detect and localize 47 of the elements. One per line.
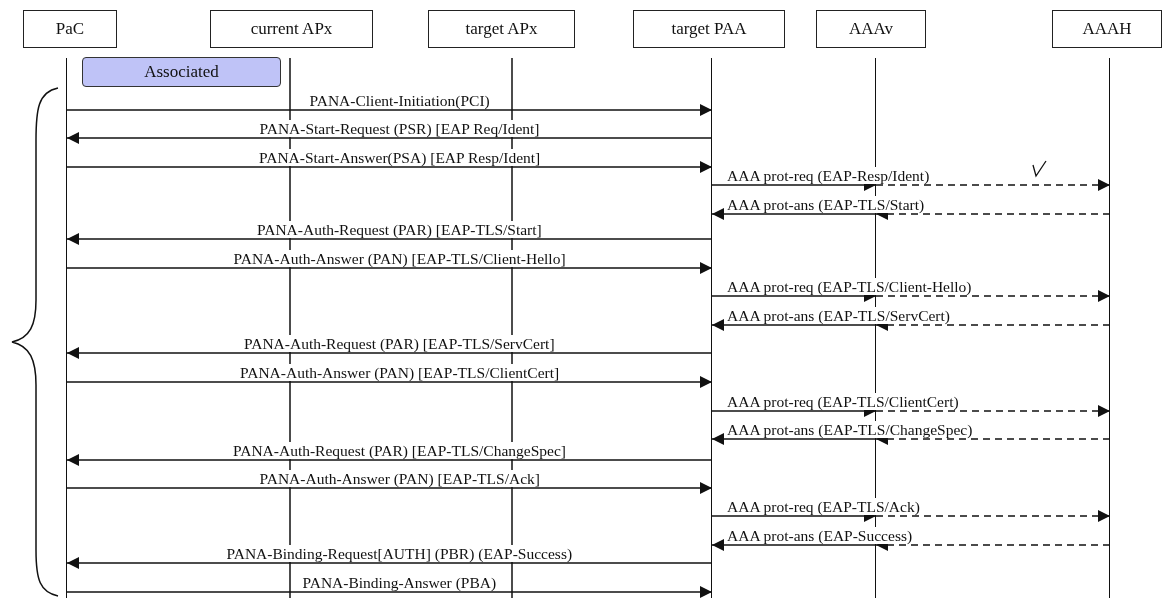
- participant-name: PaC: [55, 19, 85, 39]
- message-arrow: [66, 347, 713, 359]
- message-arrow: [66, 262, 713, 274]
- message-label: AAA prot-ans (EAP-TLS/Start): [726, 196, 926, 213]
- message-arrow: [711, 208, 877, 220]
- message-label: PANA-Auth-Request (PAR) [EAP-TLS/ChangeSpec]: [232, 442, 567, 459]
- message-label: PANA-Start-Answer(PSA) [EAP Resp/Ident]: [258, 149, 542, 166]
- message-arrow: [711, 433, 877, 445]
- message-arrow: [875, 405, 1111, 417]
- participant-name: current APx: [250, 19, 333, 39]
- message-label: AAA prot-req (EAP-TLS/Client-Hello): [726, 278, 973, 295]
- state-box: Associated: [82, 57, 281, 87]
- message-arrow: [711, 539, 877, 551]
- message-arrow: [66, 376, 713, 388]
- message-label: PANA-Start-Request (PSR) [EAP Req/Ident]: [258, 120, 541, 137]
- message-label: AAA prot-req (EAP-TLS/ClientCert): [726, 393, 960, 410]
- participant-name: AAAv: [848, 19, 894, 39]
- message-label: PANA-Binding-Answer (PBA): [301, 574, 498, 591]
- participant-box: [210, 10, 373, 48]
- message-label: AAA prot-ans (EAP-Success): [726, 527, 914, 544]
- message-arrow: [66, 454, 713, 466]
- message-label: PANA-Client-Initiation(PCI): [308, 92, 491, 109]
- participant-name: target APx: [465, 19, 538, 39]
- message-label: PANA-Auth-Answer (PAN) [EAP-TLS/ClientCert]: [239, 364, 561, 381]
- message-label: PANA-Auth-Answer (PAN) [EAP-TLS/Ack]: [258, 470, 541, 487]
- message-label: PANA-Auth-Request (PAR) [EAP-TLS/Start]: [256, 221, 543, 238]
- message-label: AAA prot-ans (EAP-TLS/ServCert): [726, 307, 951, 324]
- message-label: PANA-Auth-Answer (PAN) [EAP-TLS/Client-Hello]: [232, 250, 567, 267]
- message-label: AAA prot-req (EAP-Resp/Ident): [726, 167, 931, 184]
- message-arrow: [66, 132, 713, 144]
- message-label: PANA-Auth-Request (PAR) [EAP-TLS/ServCert]: [243, 335, 556, 352]
- participant-name: target PAA: [671, 19, 747, 39]
- participant-box: [428, 10, 575, 48]
- message-arrow: [66, 586, 713, 598]
- message-arrow: [66, 233, 713, 245]
- message-arrow: [66, 482, 713, 494]
- message-label: AAA prot-ans (EAP-TLS/ChangeSpec): [726, 421, 974, 438]
- message-arrow: [66, 161, 713, 173]
- message-arrow: [711, 319, 877, 331]
- message-arrow: [875, 290, 1111, 302]
- message-arrow: [875, 510, 1111, 522]
- message-label: PANA-Binding-Request[AUTH] (PBR) (EAP-Success): [225, 545, 574, 562]
- participant-name: AAAH: [1082, 19, 1132, 39]
- message-arrow: [66, 557, 713, 569]
- message-arrow: [66, 104, 713, 116]
- message-arrow: [875, 179, 1111, 191]
- message-label: AAA prot-req (EAP-TLS/Ack): [726, 498, 921, 515]
